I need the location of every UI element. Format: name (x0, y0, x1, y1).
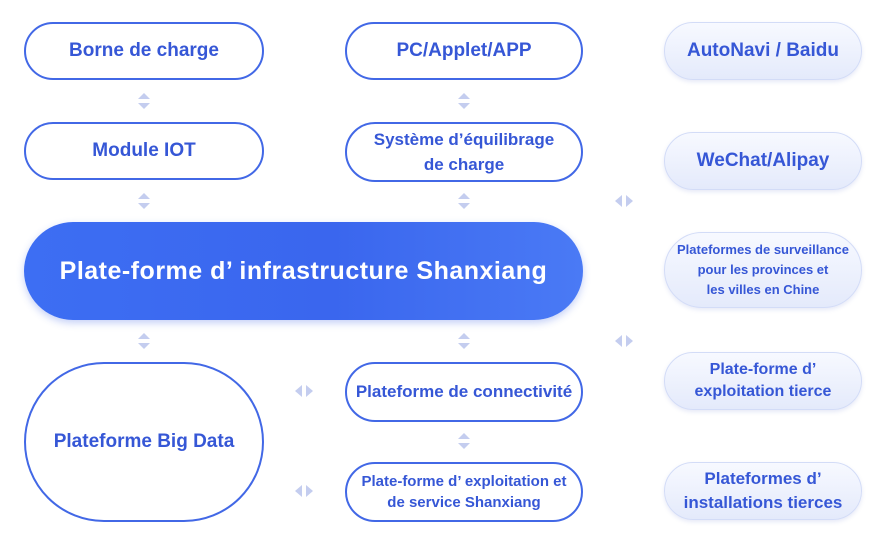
node-borne-de-charge: Borne de charge (24, 22, 264, 80)
node-label: WeChat/Alipay (696, 150, 830, 171)
node-label-line2: pour les provinces et (697, 262, 829, 277)
node-exploitation-service: Plate-forme d’ exploitation et de servic… (345, 462, 583, 522)
node-label: AutoNavi / Baidu (686, 40, 839, 61)
node-label-line1: Plate-forme d’ exploitation et (361, 473, 567, 490)
node-label-line1: Système d’équilibrage (373, 130, 555, 149)
leftright-arrow-icon (295, 485, 313, 497)
node-exploitation-tierce: Plate-forme d’ exploitation tierce (664, 352, 862, 410)
updown-arrow-icon (458, 93, 470, 109)
leftright-arrow-icon (615, 335, 633, 347)
main-platform-label: Plate-forme d’ infrastructure Shanxiang (59, 256, 548, 285)
node-label-line2: exploitation tierce (694, 383, 832, 400)
node-label: Plateforme Big Data (53, 431, 235, 452)
node-main-platform: Plate-forme d’ infrastructure Shanxiang (24, 222, 583, 320)
node-label-line1: Plateformes de surveillance (677, 242, 849, 257)
node-installations-tierces: Plateformes d’ installations tierces (664, 462, 862, 520)
node-plateforme-connectivite: Plateforme de connectivité (345, 362, 583, 422)
node-label-line3: les villes en Chine (706, 282, 820, 297)
updown-arrow-icon (458, 333, 470, 349)
updown-arrow-icon (458, 193, 470, 209)
node-label-line2: de service Shanxiang (387, 494, 541, 511)
node-label-line1: Plate-forme d’ (709, 361, 817, 378)
node-pc-applet-app: PC/Applet/APP (345, 22, 583, 80)
node-label-line1: Plateformes d’ (704, 469, 822, 488)
leftright-arrow-icon (295, 385, 313, 397)
node-label: PC/Applet/APP (396, 40, 532, 61)
node-label: Plateforme de connectivité (355, 382, 573, 401)
updown-arrow-icon (138, 193, 150, 209)
node-label-line2: de charge (423, 155, 505, 174)
node-surveillance: Plateformes de surveillance pour les pro… (664, 232, 862, 308)
node-label-line2: installations tierces (683, 493, 843, 512)
node-plateforme-big-data: Plateforme Big Data (24, 362, 264, 522)
updown-arrow-icon (458, 433, 470, 449)
node-label: Borne de charge (69, 40, 219, 61)
leftright-arrow-icon (615, 195, 633, 207)
node-label: Module IOT (92, 140, 196, 161)
node-systeme-equilibrage: Système d’équilibrage de charge (345, 122, 583, 182)
node-autonavi-baidu: AutoNavi / Baidu (664, 22, 862, 80)
updown-arrow-icon (138, 93, 150, 109)
updown-arrow-icon (138, 333, 150, 349)
node-module-iot: Module IOT (24, 122, 264, 180)
node-wechat-alipay: WeChat/Alipay (664, 132, 862, 190)
